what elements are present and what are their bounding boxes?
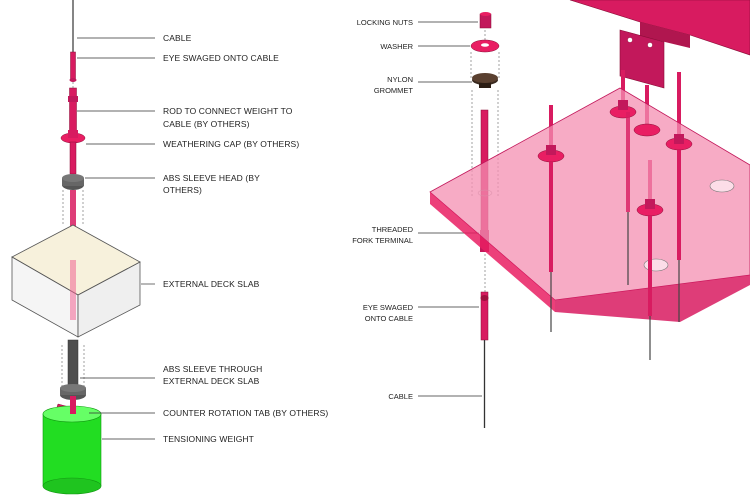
label-locking-nuts: LOCKING NUTS	[357, 18, 413, 27]
abs-sleeve-flange-top	[60, 384, 86, 392]
deck-hole	[709, 179, 735, 193]
slab-right-face	[77, 261, 141, 338]
rod-in-slab	[70, 260, 76, 320]
rod-to-weight	[70, 396, 76, 414]
rod-c-lower	[626, 112, 630, 212]
upper-structure-face	[640, 22, 690, 48]
label-cable-right: CABLE	[388, 392, 413, 401]
bracket-hole	[647, 42, 653, 48]
nylon-grommet-body	[479, 80, 491, 88]
upper-structure	[569, 0, 750, 56]
bracket-hole	[627, 37, 633, 43]
rod-lower	[69, 141, 77, 175]
external-deck-slab	[11, 224, 141, 338]
connecting-rod	[69, 87, 77, 133]
label-counter-tab: COUNTER ROTATION TAB (BY OTHERS)	[163, 408, 328, 418]
weight-body	[42, 413, 102, 487]
rod-d-lower	[677, 150, 681, 260]
locking-nuts-top	[480, 12, 491, 16]
eye-swaged-fitting	[70, 51, 76, 81]
locking-nuts	[479, 13, 492, 29]
label-abs-head-line2: OTHERS)	[163, 185, 202, 195]
weathering-cap-body	[68, 130, 78, 138]
label-cable: CABLE	[163, 33, 192, 43]
label-eye-swaged: EYE SWAGED ONTO CABLE	[163, 53, 279, 63]
label-weathering-cap: WEATHERING CAP (BY OTHERS)	[163, 139, 299, 149]
label-washer: WASHER	[380, 42, 413, 51]
deck-hole	[643, 258, 669, 272]
left-assembly	[11, 0, 141, 495]
left-labels: CABLE EYE SWAGED ONTO CABLE ROD TO CONNE…	[163, 33, 328, 444]
right-labels: LOCKING NUTS WASHER NYLON GROMMET THREAD…	[352, 18, 413, 401]
deck-washer-c	[633, 123, 661, 137]
deck-nut-d	[674, 134, 684, 144]
left-leaders	[77, 37, 155, 440]
tensioning-weight	[42, 405, 102, 495]
weight-bottom	[42, 477, 102, 495]
label-rod-line2: CABLE (BY OTHERS)	[163, 119, 250, 129]
rod-collar	[68, 96, 78, 102]
nylon-grommet-top	[472, 73, 498, 83]
label-eye-right-line2: ONTO CABLE	[365, 314, 413, 323]
deck-plate-top	[429, 87, 750, 301]
rod-d-upper	[677, 72, 681, 142]
rod-e-lower	[648, 216, 652, 316]
rod-a-lower	[549, 162, 553, 272]
deck-plate-edge-front	[430, 192, 555, 312]
deck-assembly	[429, 0, 750, 360]
eye-swaged-eye	[69, 78, 77, 82]
label-abs-through-line1: ABS SLEEVE THROUGH	[163, 364, 262, 374]
label-abs-through-line2: EXTERNAL DECK SLAB	[163, 376, 260, 386]
mount-bracket	[619, 29, 665, 89]
label-deck-slab: EXTERNAL DECK SLAB	[163, 279, 260, 289]
deck-plate-edge-right	[555, 275, 750, 322]
eye-swaged-right-eye	[480, 295, 489, 301]
deck-nut-b	[618, 100, 628, 110]
label-tensioning-weight: TENSIONING WEIGHT	[163, 434, 254, 444]
deck-nut-e	[645, 199, 655, 209]
label-threaded-line1: THREADED	[372, 225, 414, 234]
washer-hole	[481, 43, 489, 47]
label-nylon-line2: GROMMET	[374, 86, 414, 95]
right-leaders	[418, 21, 482, 397]
deck-nut-a	[546, 145, 556, 155]
label-rod-line1: ROD TO CONNECT WEIGHT TO	[163, 106, 293, 116]
label-nylon-line1: NYLON	[387, 75, 413, 84]
label-eye-right-line1: EYE SWAGED	[363, 303, 414, 312]
label-threaded-line2: FORK TERMINAL	[352, 236, 413, 245]
label-abs-head-line1: ABS SLEEVE HEAD (BY	[163, 173, 260, 183]
abs-sleeve-head-top	[62, 174, 84, 182]
